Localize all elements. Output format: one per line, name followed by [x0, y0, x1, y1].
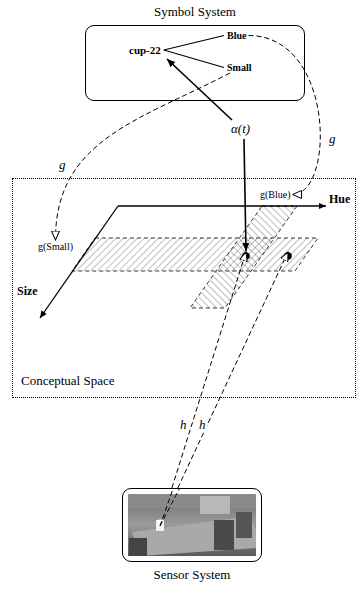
symbol-system-box: Symbol Systemcup-22BlueSmall	[85, 25, 305, 101]
axis-label: Hue	[329, 192, 350, 207]
sensor-ray	[160, 488, 173, 526]
point	[284, 252, 292, 260]
system-title: Symbol System	[86, 4, 304, 20]
alpha-arrow	[167, 59, 232, 120]
mapping-label: g	[58, 158, 67, 172]
mapping-label: h	[179, 418, 188, 432]
sensor-system-box: Sensor System	[122, 488, 262, 562]
region-label: g(Small)	[37, 241, 74, 252]
symbol-name: Small	[227, 62, 251, 73]
hue-axis	[118, 205, 326, 206]
axis-label: Size	[17, 284, 38, 299]
sensor-ray	[160, 488, 180, 526]
mapping-arrow	[55, 73, 230, 240]
alpha-arrow	[244, 139, 246, 251]
mapping-arrow	[249, 36, 321, 195]
size-axis	[40, 206, 118, 318]
symbol-name: Blue	[227, 30, 246, 41]
region-title: Conceptual Space	[21, 373, 115, 389]
mapping-label: g	[328, 132, 337, 146]
system-title: Sensor System	[103, 567, 281, 583]
relation-line	[164, 50, 224, 68]
relation-line	[164, 36, 224, 51]
mapping-label: h	[198, 418, 207, 432]
symbol-name: cup-22	[129, 44, 161, 56]
mapping-arrow	[178, 252, 288, 488]
symbol: Small	[226, 62, 252, 73]
point	[242, 252, 250, 260]
grounding-label: g(Small)	[38, 241, 73, 252]
conceptual-space-region: Conceptual Space g(Small) g(Blue)	[12, 178, 356, 398]
symbol: cup-22	[128, 44, 162, 56]
symbol: Blue	[226, 30, 247, 41]
region-label: g(Blue)	[259, 189, 292, 200]
grounding-label: g(Blue)	[260, 189, 291, 200]
mapping-arrow	[172, 252, 246, 488]
blue-region	[190, 206, 297, 308]
camera-image	[128, 494, 256, 556]
state-label: α(t)	[231, 121, 250, 137]
